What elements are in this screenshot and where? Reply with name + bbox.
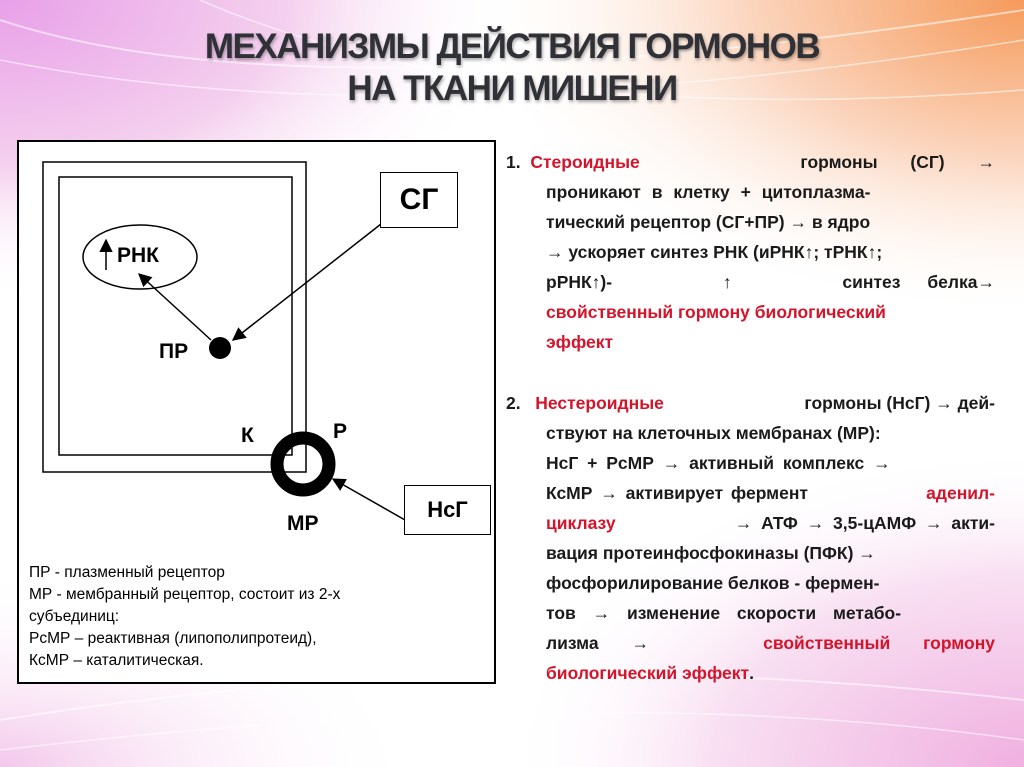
section1-line-5b: ↑	[722, 272, 732, 292]
slide-title: МЕХАНИЗМЫ ДЕЙСТВИЯ ГОРМОНОВ НА ТКАНИ МИШ…	[0, 26, 1024, 110]
legend: ПР - плазменный рецептор МР - мембранный…	[29, 562, 479, 672]
sg-box: СГ	[380, 172, 458, 228]
section2-line-6: вация протеинфосфокиназы (ПФК) →	[546, 543, 876, 563]
nsg-box: НсГ	[404, 485, 491, 535]
section2-line-2: ствуют на клеточных мембранах (МР):	[546, 423, 881, 443]
rnk-label: РНК	[117, 244, 159, 267]
diagram-panel: СГ НсГ РНК ПР К Р МР ПР - плазменный рец…	[17, 140, 496, 684]
section1-red-term: Стероидные	[530, 152, 640, 172]
section2-line-5a: циклазу	[546, 513, 616, 533]
section1-line-4: → ускоряет синтез РНК (иРНК↑; тРНК↑;	[546, 242, 883, 262]
section2-line-4b: аденил-	[926, 483, 995, 503]
mr-label: МР	[287, 512, 319, 535]
section2-line-4a: КсМР → активирует фермент	[546, 483, 808, 503]
cell-membrane-inner	[58, 176, 293, 456]
section-steroid: 1. Стероидные гормоны (СГ) → проникают в…	[506, 147, 995, 357]
section1-line-2: проникают в клетку + цитоплазма-	[546, 182, 871, 202]
section1-line-3: тический рецептор (СГ+ПР) → в ядро	[546, 212, 871, 232]
section2-line-10b: .	[749, 663, 754, 683]
section2-line-5b: → АТФ → 3,5-цАМФ → акти-	[734, 513, 995, 533]
nsg-label: НсГ	[427, 497, 468, 522]
section2-line-3: НсГ + РсМР → активный комплекс →	[546, 453, 891, 473]
arrow-sg-to-pr	[231, 223, 382, 341]
section2-line-9b: свойственный гормону	[763, 633, 995, 653]
section1-number: 1.	[506, 152, 521, 172]
arrow-pr-to-rnk	[138, 273, 212, 341]
arrow-nsg-to-mr	[331, 478, 406, 521]
section2-red-term: Нестероидные	[535, 393, 664, 413]
section1-line-1: гормоны (СГ) →	[800, 152, 995, 172]
section2-line-7: фосфорилирование белков - фермен-	[546, 573, 880, 593]
legend-line-1: ПР - плазменный рецептор	[29, 564, 225, 581]
k-label: К	[241, 424, 254, 447]
membrane-receptor-ring	[270, 431, 336, 497]
section2-line-8: тов → изменение скорости метабо-	[546, 603, 902, 623]
title-line-2: НА ТКАНИ МИШЕНИ	[347, 69, 678, 108]
pr-label: ПР	[159, 340, 189, 363]
section1-line-5c: синтез белка→	[842, 272, 995, 292]
cell-diagram	[42, 161, 406, 521]
legend-line-5: КсМР – каталитическая.	[29, 652, 204, 669]
section1-line-5a: рРНК↑)-	[546, 272, 613, 292]
legend-line-4: РсМР – реактивная (липополипротеид),	[29, 630, 317, 647]
r-label: Р	[333, 420, 348, 443]
section1-line-7: эффект	[546, 332, 614, 352]
sg-label: СГ	[399, 183, 439, 216]
section2-line-1: гормоны (НсГ) → дей-	[804, 393, 995, 413]
section1-line-6: свойственный гормону биологический	[546, 302, 886, 322]
cell-membrane-outer	[42, 161, 307, 473]
section-nonsteroid: 2. Нестероидные гормоны (НсГ) → дей- ств…	[506, 388, 995, 688]
legend-line-2: МР - мембранный рецептор, состоит из 2-х	[29, 586, 341, 603]
legend-line-3: субъединиц:	[29, 608, 120, 625]
section2-line-9a: лизма →	[546, 633, 649, 653]
plasma-receptor-dot	[209, 337, 231, 359]
section2-line-10a: биологический эффект	[546, 663, 750, 683]
title-line-1: МЕХАНИЗМЫ ДЕЙСТВИЯ ГОРМОНОВ	[204, 27, 821, 66]
section2-number: 2.	[506, 393, 521, 413]
